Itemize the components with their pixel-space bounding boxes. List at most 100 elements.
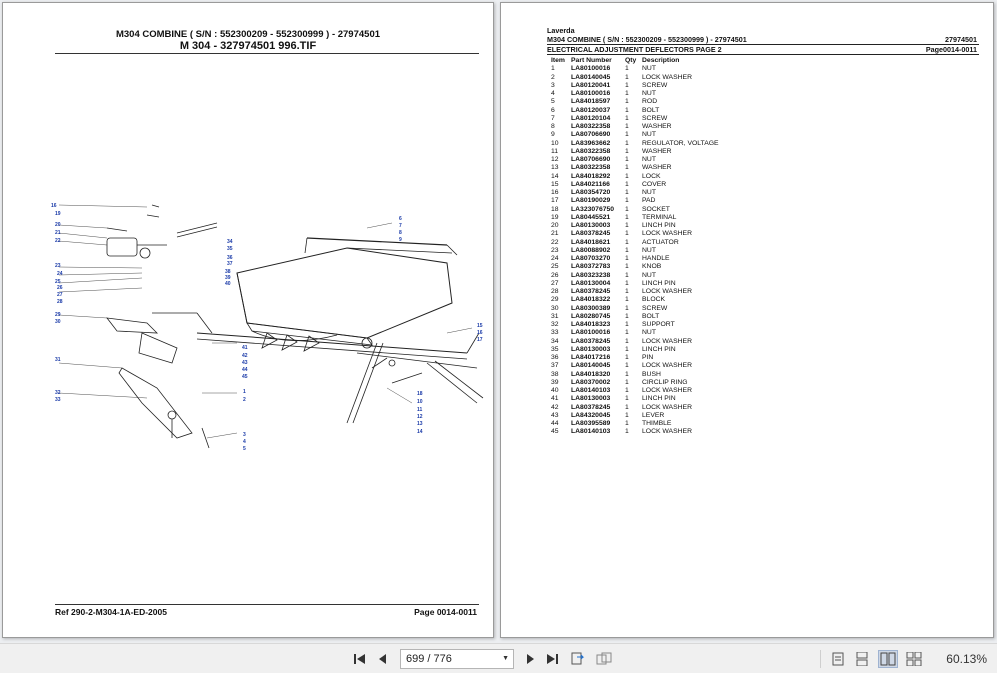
row-qty: 1 xyxy=(625,362,629,370)
row-qty: 1 xyxy=(625,246,629,254)
row-part-number: LA80280745 xyxy=(571,312,611,320)
row-qty: 1 xyxy=(625,205,629,213)
row-part-number: LA84021166 xyxy=(571,180,610,188)
callout-1: 1 xyxy=(243,389,246,395)
row-description: LEVER xyxy=(642,411,665,419)
callout-15: 15 xyxy=(477,323,483,329)
callout-6: 6 xyxy=(399,216,402,222)
row-item: 45 xyxy=(551,428,559,436)
row-description: NUT xyxy=(642,131,656,139)
row-description: BOLT xyxy=(642,312,660,320)
zoom-level[interactable]: 60.13% xyxy=(946,652,987,666)
row-qty: 1 xyxy=(625,189,629,196)
callout-9: 9 xyxy=(399,237,402,243)
rotate-icon[interactable] xyxy=(596,651,612,667)
row-qty: 1 xyxy=(625,345,629,353)
row-item: 7 xyxy=(551,114,555,122)
row-part-number: LA80130004 xyxy=(571,279,611,287)
prev-page-icon[interactable] xyxy=(375,651,391,667)
row-part-number: LA80395589 xyxy=(571,420,611,427)
row-qty: 1 xyxy=(625,337,629,345)
callout-28: 28 xyxy=(57,299,63,305)
row-description: SCREW xyxy=(642,304,668,312)
callout-11: 11 xyxy=(417,407,423,413)
next-page-icon[interactable] xyxy=(522,651,538,667)
row-item: 37 xyxy=(551,362,559,370)
row-item: 15 xyxy=(551,180,559,188)
row-part-number: LA83963662 xyxy=(571,139,611,147)
row-qty: 1 xyxy=(625,238,629,246)
row-description: ACTUATOR xyxy=(642,238,679,246)
row-qty: 1 xyxy=(625,222,629,229)
callout-7: 7 xyxy=(399,223,402,229)
row-part-number: LA84018322 xyxy=(571,296,611,304)
row-qty: 1 xyxy=(625,370,629,378)
row-qty: 1 xyxy=(625,172,629,180)
row-part-number: LA80120041 xyxy=(571,81,611,89)
row-item: 35 xyxy=(551,345,559,353)
row-qty: 1 xyxy=(625,156,629,163)
row-qty: 1 xyxy=(625,263,629,271)
row-description: NUT xyxy=(642,65,656,73)
row-description: NUT xyxy=(642,329,656,337)
row-qty: 1 xyxy=(625,65,629,73)
row-qty: 1 xyxy=(625,90,629,97)
row-description: NUT xyxy=(642,271,656,279)
row-description: SCREW xyxy=(642,81,668,89)
row-item: 10 xyxy=(551,139,559,147)
first-page-icon[interactable] xyxy=(352,651,368,667)
row-description: LINCH PIN xyxy=(642,279,676,287)
row-description: PIN xyxy=(642,354,654,361)
single-page-icon[interactable] xyxy=(830,651,846,667)
row-description: SOCKET xyxy=(642,205,670,213)
row-qty: 1 xyxy=(625,81,629,89)
row-part-number: LA80354720 xyxy=(571,189,611,196)
fit-page-icon[interactable] xyxy=(571,651,587,667)
callout-44: 44 xyxy=(242,367,248,373)
continuous-icon[interactable] xyxy=(854,651,870,667)
callout-4: 4 xyxy=(243,439,246,445)
callout-40: 40 xyxy=(225,281,231,287)
row-part-number: LA84018292 xyxy=(571,172,611,180)
callout-20: 20 xyxy=(55,222,61,228)
callout-24: 24 xyxy=(57,271,63,277)
left-footer-rule xyxy=(55,604,479,605)
page-ref: Page0014-0011 xyxy=(925,45,977,54)
right-header-rule-top xyxy=(547,44,979,45)
row-qty: 1 xyxy=(625,428,629,436)
right-page: Laverda M304 COMBINE ( S/N : 552300209 -… xyxy=(500,2,994,638)
last-page-icon[interactable] xyxy=(544,651,560,667)
page-number-select[interactable]: 699 / 776 ▼ xyxy=(400,649,514,669)
row-qty: 1 xyxy=(625,403,629,411)
row-item: 4 xyxy=(551,90,555,97)
row-item: 41 xyxy=(551,395,559,403)
row-part-number: LA80323238 xyxy=(571,271,611,279)
callout-17: 17 xyxy=(477,337,483,343)
two-page-icon[interactable] xyxy=(878,650,898,668)
row-item: 14 xyxy=(551,172,559,180)
callout-8: 8 xyxy=(399,230,402,236)
two-page-continuous-icon[interactable] xyxy=(906,651,922,667)
row-description: NUT xyxy=(642,246,656,254)
row-qty: 1 xyxy=(625,131,629,139)
row-part-number: LA80378245 xyxy=(571,288,611,295)
row-description: COVER xyxy=(642,180,667,188)
left-header-rule xyxy=(55,53,479,54)
row-part-number: LA84017216 xyxy=(571,354,611,361)
callout-12: 12 xyxy=(417,414,423,420)
callout-41: 41 xyxy=(242,345,248,351)
row-description: LOCK WASHER xyxy=(642,403,692,411)
row-part-number: LA80703270 xyxy=(571,255,611,262)
row-description: WASHER xyxy=(642,147,672,155)
